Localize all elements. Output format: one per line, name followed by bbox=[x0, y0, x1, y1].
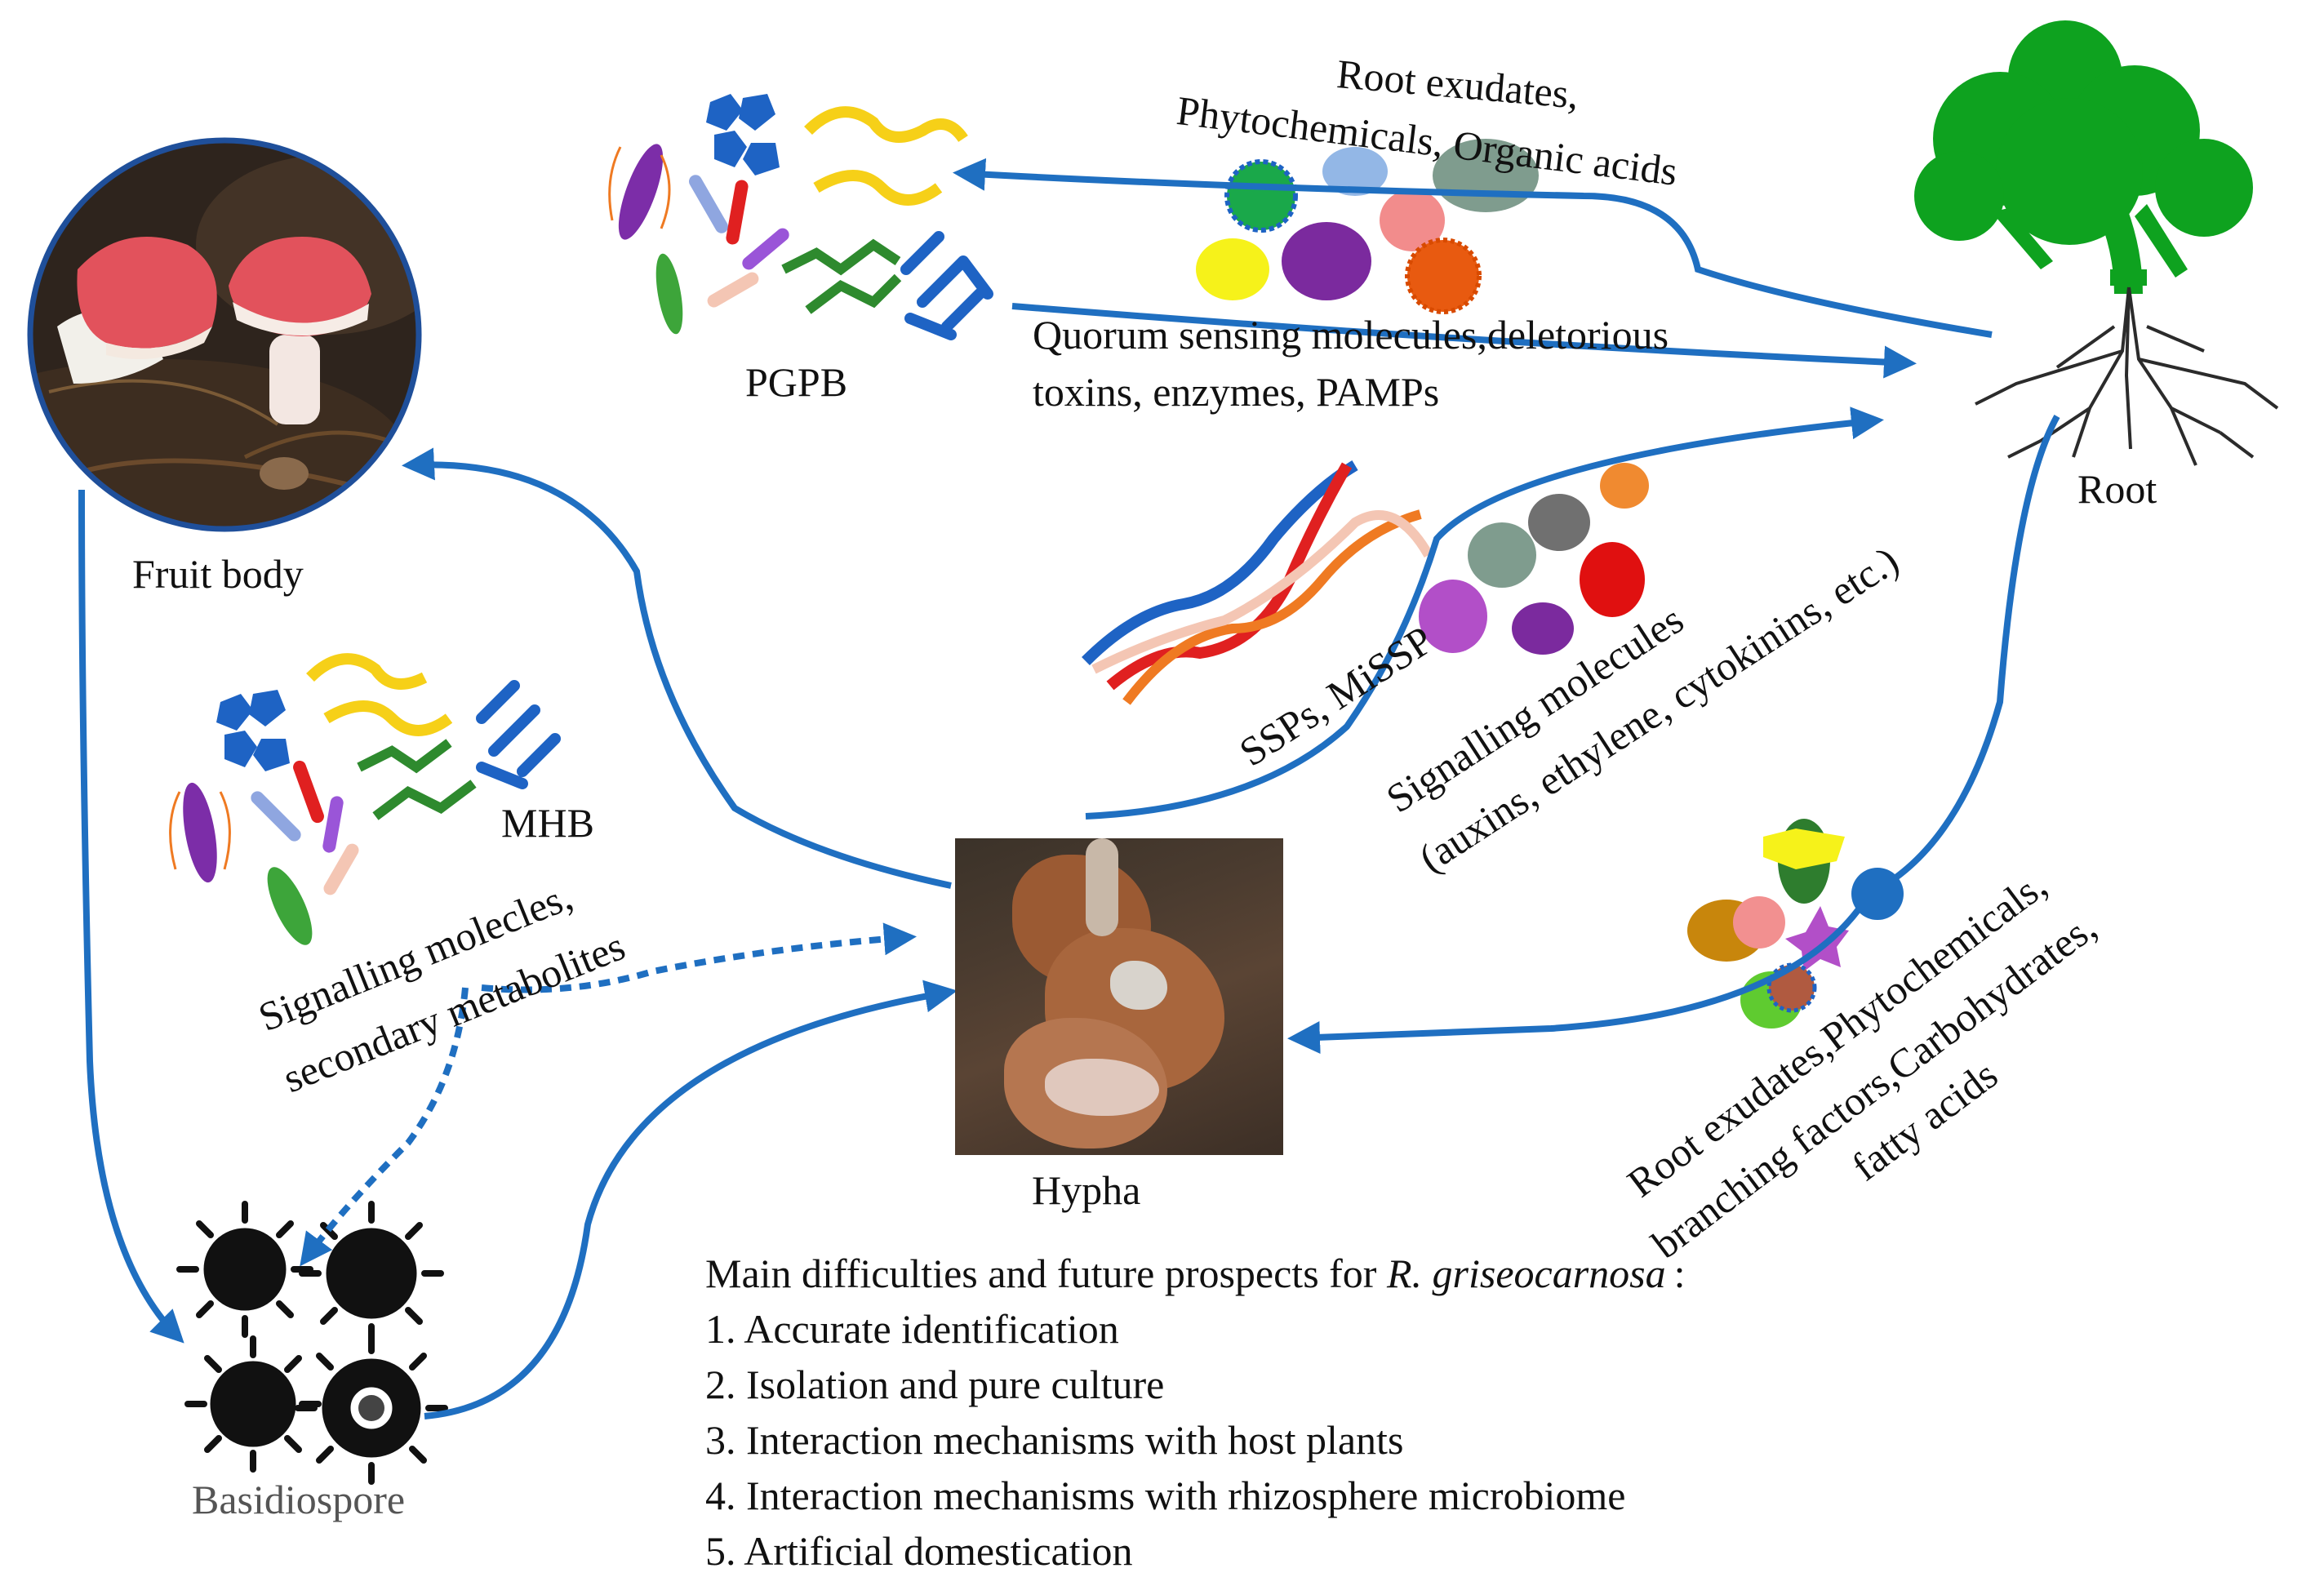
root-label: Root bbox=[2077, 466, 2157, 512]
arrow-mhb-to-basidiospore-dotted bbox=[300, 987, 469, 1267]
prospects-heading-prefix: Main difficulties and future prospects f… bbox=[705, 1251, 1387, 1296]
prospect-item: 2. Isolation and pure culture bbox=[705, 1362, 1165, 1407]
hypha-image bbox=[955, 838, 1283, 1155]
mhb-label: MHB bbox=[501, 800, 594, 846]
prospects-list: Main difficulties and future prospects f… bbox=[705, 1246, 1686, 1579]
basidiospore-label: Basidiospore bbox=[192, 1477, 406, 1522]
signalling-molecules bbox=[1419, 463, 1649, 655]
prospect-item: 3. Interaction mechanisms with host plan… bbox=[705, 1417, 1404, 1463]
tree-icon bbox=[1914, 20, 2253, 294]
basidiospore-icons bbox=[176, 1201, 448, 1485]
root-exudate-molecules-lower bbox=[1687, 819, 1849, 1029]
fruit-body-image bbox=[27, 137, 422, 532]
arrow-fruit-body-to-basidiospore bbox=[78, 489, 184, 1344]
prospect-item: 4. Interaction mechanisms with rhizosphe… bbox=[705, 1473, 1626, 1518]
quorum-sensing-line1: Quorum sensing molecules,deletorious bbox=[1033, 312, 1669, 358]
root-system-icon bbox=[1975, 287, 2279, 466]
arrow-root-to-pgpb bbox=[953, 158, 1993, 338]
prospects-heading: Main difficulties and future prospects f… bbox=[705, 1246, 1686, 1301]
prospect-item: 5. Artificial domestication bbox=[705, 1528, 1133, 1574]
arrow-mhb-to-hypha-dotted bbox=[481, 922, 917, 993]
pgpb-label: PGPB bbox=[745, 359, 848, 405]
fruit-body-label: Fruit body bbox=[132, 551, 304, 597]
prospects-heading-suffix: : bbox=[1665, 1251, 1686, 1296]
hypha-label: Hypha bbox=[1032, 1167, 1141, 1213]
quorum-sensing-line2: toxins, enzymes, PAMPs bbox=[1033, 369, 1440, 415]
prospects-heading-species: R. griseocarnosa bbox=[1386, 1251, 1666, 1296]
arrow-hypha-to-fruit-body bbox=[402, 447, 952, 889]
pgpb-bacteria-cluster bbox=[608, 94, 993, 340]
arrow-pgpb-to-root bbox=[1011, 303, 1917, 379]
arrow-basidiospore-to-hypha bbox=[424, 980, 958, 1420]
mhb-bacteria-cluster bbox=[169, 653, 561, 945]
interaction-arrows bbox=[78, 158, 2060, 1420]
ssp-peptide-strands bbox=[1082, 460, 1433, 705]
arrow-hypha-to-root bbox=[1085, 407, 1884, 820]
prospect-item: 1. Accurate identification bbox=[705, 1306, 1119, 1352]
